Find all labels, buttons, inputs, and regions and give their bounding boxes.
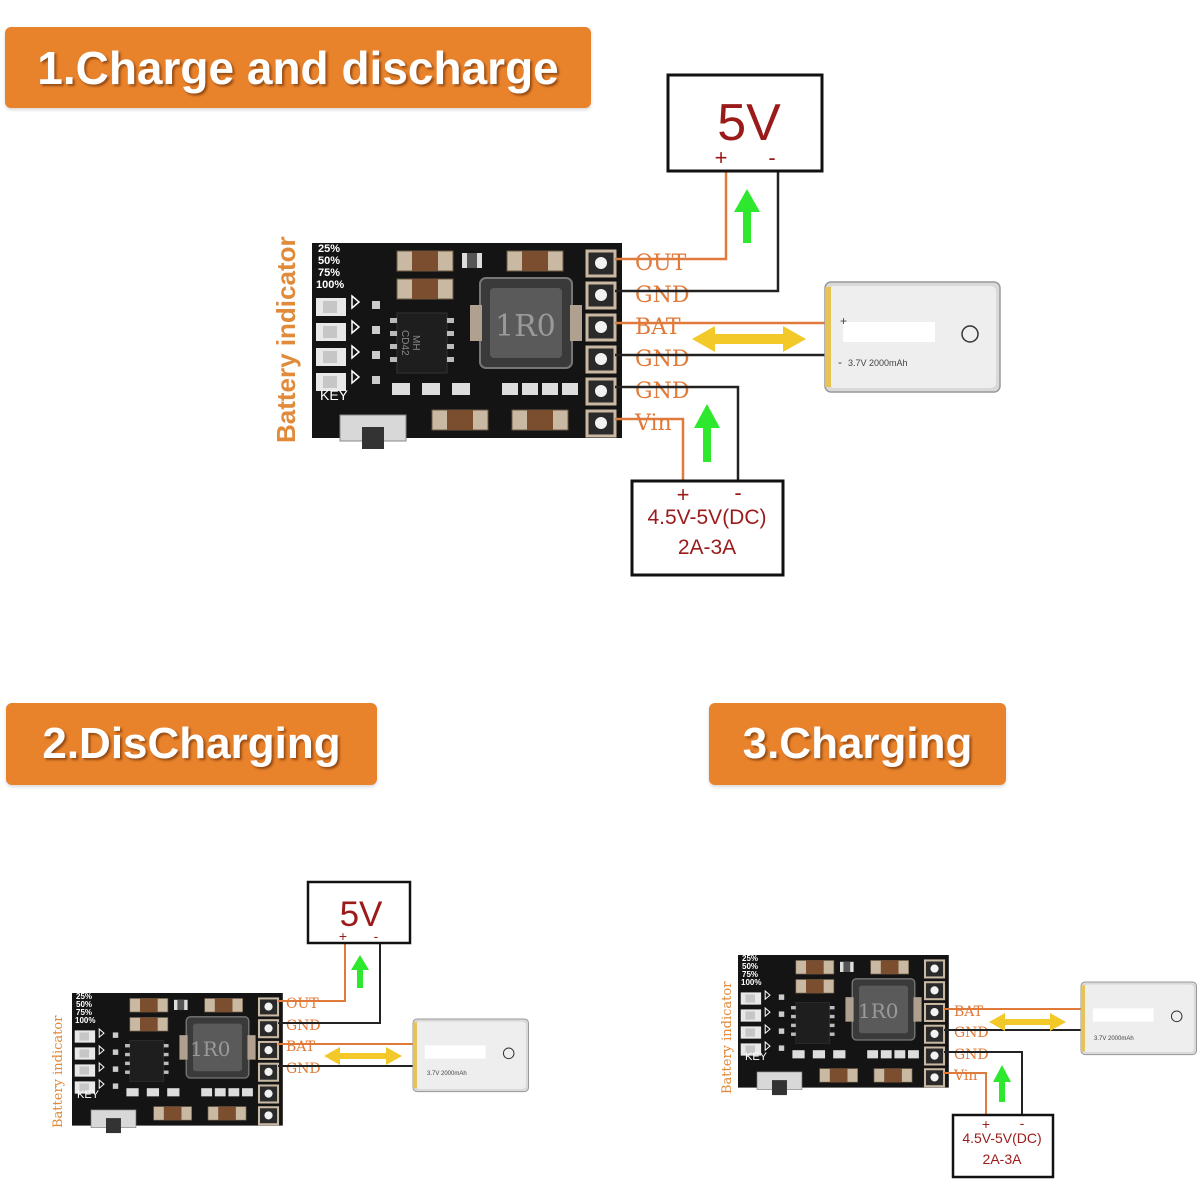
- section-title-discharging: 2.DisCharging: [6, 703, 377, 785]
- level-label-75-s3: 75%: [742, 970, 758, 979]
- level-label-75: 75%: [318, 267, 340, 279]
- key-label: KEY: [320, 387, 349, 403]
- main-diagram: 25% 50% 75% 100% KEY 1R0 MH CD42 Battery…: [271, 73, 1001, 577]
- battery-plus: +: [840, 314, 847, 328]
- level-label-25: 25%: [318, 243, 340, 255]
- level-label-100-s2: 100%: [75, 1016, 95, 1025]
- pin-gnd-2: GND: [635, 347, 689, 372]
- wire-gnd-in: [615, 385, 740, 480]
- arrow-bidirectional-s2: [324, 1047, 402, 1065]
- discharging-diagram: 25% 50% 75% 100% KEY 1R0 Battery indicat…: [51, 880, 529, 1135]
- pin-vin: Vin: [634, 411, 672, 436]
- pin-gnd-1-s2: GND: [286, 1018, 321, 1034]
- arrow-bidirectional: [692, 326, 806, 352]
- pin-gnd-2-s2: GND: [286, 1061, 321, 1077]
- level-label-25-s2: 25%: [76, 992, 92, 1001]
- inductor-label-s3: 1R0: [858, 999, 899, 1023]
- level-label-50-s3: 50%: [742, 962, 758, 971]
- chip-label-2: CD42: [399, 330, 410, 356]
- battery-s2: [412, 1018, 529, 1093]
- battery-spec: 3.7V 2000mAh: [848, 358, 908, 368]
- battery-minus: -: [838, 355, 842, 369]
- section-title-charge-discharge: 1.Charge and discharge: [5, 27, 591, 108]
- chip-label-1: MH: [410, 335, 421, 351]
- wire-vin: [615, 417, 685, 480]
- input-voltage: 4.5V-5V(DC): [647, 506, 766, 529]
- input-minus: -: [734, 480, 741, 505]
- battery-spec-s2: 3.7V 2000mAh: [427, 1071, 467, 1077]
- battery-indicator-label-s3: Battery indicator: [720, 981, 735, 1094]
- level-label-75-s2: 75%: [76, 1008, 92, 1017]
- input-minus-s3: -: [1020, 1115, 1025, 1131]
- level-label-50: 50%: [318, 255, 340, 267]
- pcb-module-charge: [736, 953, 950, 1097]
- pin-gnd-3: GND: [635, 379, 689, 404]
- battery-indicator-label: Battery indicator: [271, 236, 301, 443]
- pin-bat-s2: BAT: [286, 1039, 316, 1055]
- output-voltage: 5V: [717, 94, 781, 152]
- pin-out: OUT: [635, 251, 687, 276]
- key-label-s2: KEY: [77, 1089, 100, 1101]
- output-minus: -: [768, 145, 775, 170]
- output-box: [666, 73, 824, 173]
- input-current: 2A-3A: [678, 536, 736, 559]
- level-label-100: 100%: [316, 279, 344, 291]
- pin-bat: BAT: [635, 315, 681, 340]
- section-title-charging: 3.Charging: [709, 703, 1006, 785]
- arrow-up-input-s3: [993, 1065, 1011, 1102]
- arrow-up-input: [694, 404, 720, 462]
- output-minus-s2: -: [374, 928, 379, 944]
- input-plus-s3: +: [982, 1116, 990, 1132]
- key-label-s3: KEY: [745, 1051, 768, 1063]
- output-voltage-s2: 5V: [340, 895, 383, 934]
- pin-gnd-2-s3: GND: [954, 1025, 989, 1041]
- inductor-label: 1R0: [495, 309, 556, 344]
- arrow-up-output-s2: [351, 955, 369, 988]
- output-box-s2: [306, 880, 412, 945]
- battery: [824, 281, 1001, 393]
- pcb-module-discharge: [70, 991, 284, 1135]
- output-plus: +: [715, 145, 728, 170]
- output-plus-s2: +: [339, 928, 347, 944]
- level-label-50-s2: 50%: [76, 1000, 92, 1009]
- pin-bat-s3: BAT: [954, 1004, 984, 1020]
- level-label-25-s3: 25%: [742, 954, 758, 963]
- inductor-label-s2: 1R0: [190, 1037, 231, 1061]
- pin-gnd-1: GND: [635, 283, 689, 308]
- charging-diagram: 25% 50% 75% 100% KEY 1R0 Battery indicat…: [720, 953, 1197, 1179]
- level-label-100-s3: 100%: [741, 978, 761, 987]
- arrow-up-output: [734, 189, 760, 243]
- wire-out: [615, 172, 728, 261]
- battery-s3: [1080, 981, 1197, 1056]
- input-current-s3: 2A-3A: [983, 1151, 1023, 1167]
- pcb-module: [310, 241, 624, 451]
- pin-gnd-3-s3: GND: [954, 1047, 989, 1063]
- input-plus: +: [677, 482, 690, 507]
- pin-vin-s3: Vin: [953, 1068, 977, 1084]
- input-box: [630, 479, 785, 577]
- input-box-s3: [951, 1113, 1055, 1179]
- input-voltage-s3: 4.5V-5V(DC): [962, 1130, 1041, 1146]
- wire-gnd-out: [615, 172, 780, 293]
- battery-indicator-label-s2: Battery indicator: [51, 1015, 66, 1128]
- pin-out-s2: OUT: [286, 996, 319, 1012]
- arrow-bidirectional-s3: [989, 1013, 1066, 1031]
- battery-spec-s3: 3.7V 2000mAh: [1094, 1036, 1134, 1042]
